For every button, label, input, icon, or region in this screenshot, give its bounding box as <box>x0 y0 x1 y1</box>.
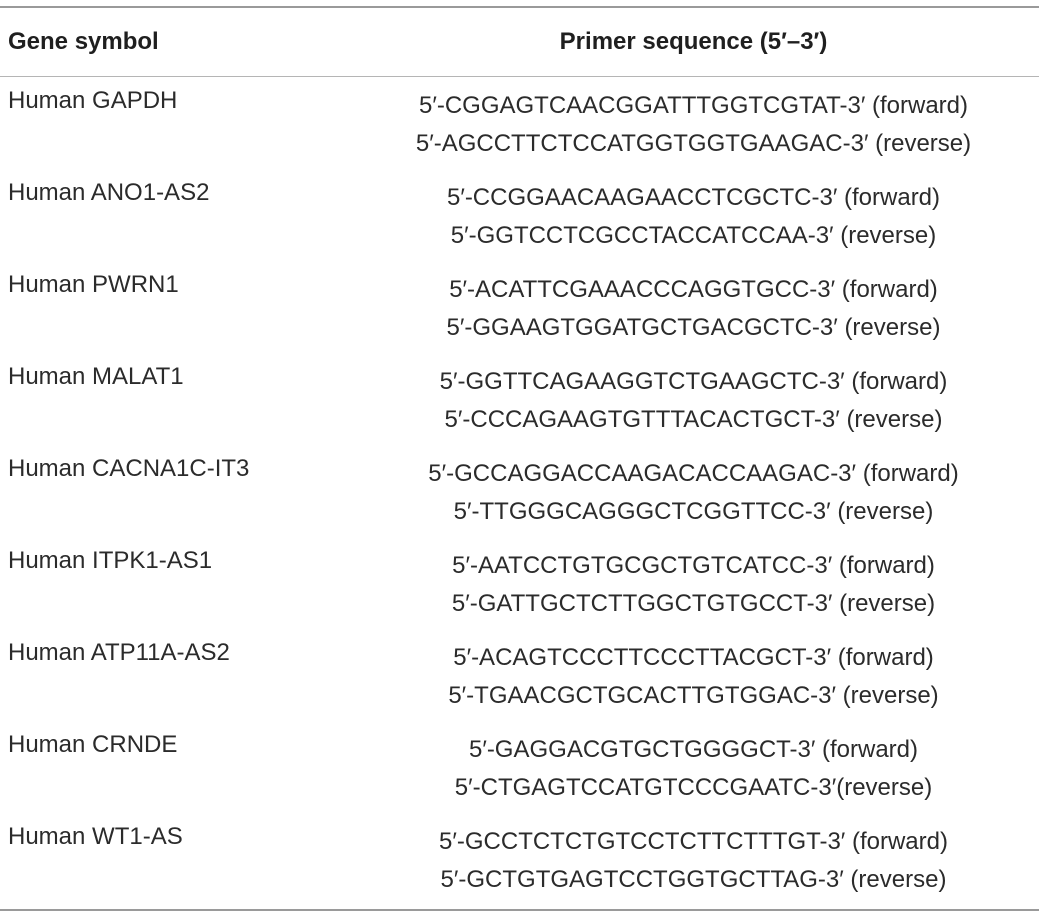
primer-cell: 5′-AATCCTGTGCGCTGTCATCC-3′ (forward) 5′-… <box>348 537 1039 629</box>
reverse-primer: 5′-TTGGGCAGGGCTCGGTTCC-3′ (reverse) <box>453 498 934 525</box>
table-header: Gene symbol Primer sequence (5′–3′) <box>0 7 1039 77</box>
primer-cell: 5′-GCCAGGACCAAGACACCAAGAC-3′ (forward) 5… <box>348 445 1039 537</box>
gene-cell: Human MALAT1 <box>8 363 184 390</box>
gene-cell: Human GAPDH <box>8 87 178 114</box>
forward-primer: 5′-GAGGACGTGCTGGGGCT-3′ (forward) <box>468 736 919 763</box>
forward-primer: 5′-ACATTCGAAACCCAGGTGCC-3′ (forward) <box>449 276 938 303</box>
table-row: Human CACNA1C-IT3 5′-GCCAGGACCAAGACACCAA… <box>0 445 1039 537</box>
forward-primer: 5′-CCGGAACAAGAACCTCGCTC-3′ (forward) <box>446 184 941 211</box>
forward-primer: 5′-AATCCTGTGCGCTGTCATCC-3′ (forward) <box>452 552 935 579</box>
gene-cell: Human ANO1-AS2 <box>8 179 210 206</box>
reverse-primer: 5′-CTGAGTCCATGTCCCGAATC-3′(reverse) <box>454 774 933 801</box>
forward-primer: 5′-CGGAGTCAACGGATTTGGTCGTAT-3′ (forward) <box>418 92 969 119</box>
reverse-primer: 5′-CCCAGAAGTGTTTACACTGCT-3′ (reverse) <box>444 406 943 433</box>
header-gene-symbol: Gene symbol <box>0 7 348 77</box>
gene-cell: Human WT1-AS <box>8 823 183 850</box>
table-row: Human PWRN1 5′-ACATTCGAAACCCAGGTGCC-3′ (… <box>0 261 1039 353</box>
primer-cell: 5′-GAGGACGTGCTGGGGCT-3′ (forward) 5′-CTG… <box>348 721 1039 813</box>
gene-cell: Human PWRN1 <box>8 271 179 298</box>
reverse-primer: 5′-AGCCTTCTCCATGGTGGTGAAGAC-3′ (reverse) <box>415 130 972 157</box>
primer-cell: 5′-ACATTCGAAACCCAGGTGCC-3′ (forward) 5′-… <box>348 261 1039 353</box>
gene-cell: Human CRNDE <box>8 731 178 758</box>
table-row: Human ITPK1-AS1 5′-AATCCTGTGCGCTGTCATCC-… <box>0 537 1039 629</box>
table-row: Human ATP11A-AS2 5′-ACAGTCCCTTCCCTTACGCT… <box>0 629 1039 721</box>
reverse-primer: 5′-GCTGTGAGTCCTGGTGCTTAG-3′ (reverse) <box>440 866 947 893</box>
primer-cell: 5′-CGGAGTCAACGGATTTGGTCGTAT-3′ (forward)… <box>348 77 1039 170</box>
primer-cell: 5′-ACAGTCCCTTCCCTTACGCT-3′ (forward) 5′-… <box>348 629 1039 721</box>
primer-table: Gene symbol Primer sequence (5′–3′) Huma… <box>0 6 1039 911</box>
gene-cell: Human ATP11A-AS2 <box>8 639 230 666</box>
table-row: Human WT1-AS 5′-GCCTCTCTGTCCTCTTCTTTGT-3… <box>0 813 1039 910</box>
primer-cell: 5′-CCGGAACAAGAACCTCGCTC-3′ (forward) 5′-… <box>348 169 1039 261</box>
header-primer-sequence: Primer sequence (5′–3′) <box>348 7 1039 77</box>
table-row: Human ANO1-AS2 5′-CCGGAACAAGAACCTCGCTC-3… <box>0 169 1039 261</box>
reverse-primer: 5′-GGTCCTCGCCTACCATCCAA-3′ (reverse) <box>450 222 937 249</box>
reverse-primer: 5′-TGAACGCTGCACTTGTGGAC-3′ (reverse) <box>448 682 939 709</box>
forward-primer: 5′-GGTTCAGAAGGTCTGAAGCTC-3′ (forward) <box>439 368 948 395</box>
forward-primer: 5′-GCCTCTCTGTCCTCTTCTTTGT-3′ (forward) <box>439 828 948 855</box>
gene-cell: Human CACNA1C-IT3 <box>8 455 250 482</box>
reverse-primer: 5′-GATTGCTCTTGGCTGTGCCT-3′ (reverse) <box>451 590 936 617</box>
header-row: Gene symbol Primer sequence (5′–3′) <box>0 7 1039 77</box>
forward-primer: 5′-GCCAGGACCAAGACACCAAGAC-3′ (forward) <box>428 460 959 487</box>
gene-cell: Human ITPK1-AS1 <box>8 547 213 574</box>
primer-cell: 5′-GGTTCAGAAGGTCTGAAGCTC-3′ (forward) 5′… <box>348 353 1039 445</box>
table-row: Human GAPDH 5′-CGGAGTCAACGGATTTGGTCGTAT-… <box>0 77 1039 170</box>
primer-cell: 5′-GCCTCTCTGTCCTCTTCTTTGT-3′ (forward) 5… <box>348 813 1039 910</box>
reverse-primer: 5′-GGAAGTGGATGCTGACGCTC-3′ (reverse) <box>446 314 941 341</box>
table-row: Human CRNDE 5′-GAGGACGTGCTGGGGCT-3′ (for… <box>0 721 1039 813</box>
forward-primer: 5′-ACAGTCCCTTCCCTTACGCT-3′ (forward) <box>453 644 934 671</box>
table-row: Human MALAT1 5′-GGTTCAGAAGGTCTGAAGCTC-3′… <box>0 353 1039 445</box>
table-body: Human GAPDH 5′-CGGAGTCAACGGATTTGGTCGTAT-… <box>0 77 1039 911</box>
